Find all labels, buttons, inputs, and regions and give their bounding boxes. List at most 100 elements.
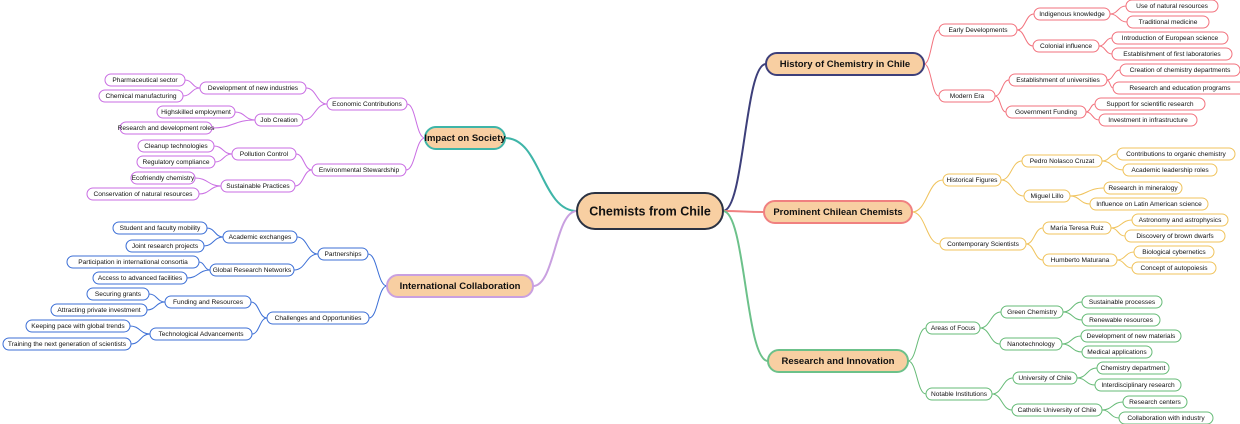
leaf-keeping-pace-with-global-trends[interactable]: Keeping pace with global trends [25, 319, 131, 333]
branch-international-label: International Collaboration [400, 281, 521, 292]
leaf-influence-on-latin-american-science[interactable]: Influence on Latin American science [1089, 197, 1209, 211]
node-notable-institutions[interactable]: Notable Institutions [925, 387, 993, 401]
leaf-traditional-medicine-label: Traditional medicine [1139, 19, 1198, 26]
node-pollution-control[interactable]: Pollution Control [231, 147, 297, 161]
leaf-conservation-of-natural-resources[interactable]: Conservation of natural resources [86, 187, 200, 201]
node-partnerships[interactable]: Partnerships [317, 247, 369, 261]
node-sustainable-practices[interactable]: Sustainable Practices [220, 179, 296, 193]
leaf-support-for-scientific-research-box [1094, 97, 1206, 111]
leaf-biological-cybernetics[interactable]: Biological cybernetics [1133, 245, 1215, 259]
leaf-interdisciplinary-research[interactable]: Interdisciplinary research [1094, 378, 1182, 392]
leaf-collaboration-with-industry[interactable]: Collaboration with industry [1118, 411, 1214, 424]
research-l4-link [1062, 301, 1083, 313]
node-indigenous-knowledge[interactable]: Indigenous knowledge [1033, 7, 1111, 21]
leaf-contributions-to-organic-chemistry[interactable]: Contributions to organic chemistry [1116, 147, 1236, 161]
node-contemporary-scientists[interactable]: Contemporary Scientists [939, 237, 1027, 251]
leaf-chemistry-department[interactable]: Chemistry department [1096, 361, 1170, 375]
leaf-use-of-natural-resources[interactable]: Use of natural resources [1125, 0, 1219, 13]
node-economic-contributions[interactable]: Economic Contributions [326, 97, 408, 111]
leaf-attracting-private-investment-label: Attracting private investment [57, 307, 140, 314]
node-humberto-maturana[interactable]: Humberto Maturana [1042, 253, 1118, 267]
research-l3-link [979, 311, 1002, 329]
node-areas-of-focus[interactable]: Areas of Focus [925, 321, 981, 335]
leaf-participation-in-international-consortia[interactable]: Participation in international consortia [66, 255, 200, 269]
leaf-ecofriendly-chemistry[interactable]: Ecofriendly chemistry [130, 171, 196, 185]
leaf-creation-of-chemistry-departments[interactable]: Creation of chemistry departments [1119, 63, 1240, 77]
research-l4-link [1061, 335, 1082, 345]
node-historical-figures[interactable]: Historical Figures [942, 173, 1002, 187]
leaf-establishment-of-first-laboratories[interactable]: Establishment of first laboratories [1111, 47, 1233, 61]
node-global-research-networks[interactable]: Global Research Networks [209, 263, 295, 277]
node-job-creation[interactable]: Job Creation [254, 113, 304, 127]
society-l4-link [234, 111, 256, 121]
node-establishment-of-universities[interactable]: Establishment of universities [1008, 73, 1108, 87]
branch-figures[interactable]: Prominent Chilean Chemists [763, 200, 913, 224]
leaf-renewable-resources[interactable]: Renewable resources [1081, 313, 1161, 327]
node-academic-exchanges[interactable]: Academic exchanges [222, 230, 298, 244]
leaf-attracting-private-investment[interactable]: Attracting private investment [50, 303, 148, 317]
node-funding-and-resources[interactable]: Funding and Resources [164, 295, 252, 309]
leaf-academic-leadership-roles[interactable]: Academic leadership roles [1122, 163, 1218, 177]
leaf-cleanup-technologies-label: Cleanup technologies [144, 143, 208, 150]
leaf-research-in-mineralogy[interactable]: Research in mineralogy [1103, 181, 1183, 195]
node-early-developments[interactable]: Early Developments [938, 23, 1018, 37]
history-l3-link [1016, 29, 1034, 47]
node-pedro-nolasco-cruzat[interactable]: Pedro Nolasco Cruzat [1021, 154, 1103, 168]
leaf-traditional-medicine[interactable]: Traditional medicine [1126, 15, 1210, 29]
leaf-joint-research-projects[interactable]: Joint research projects [125, 239, 205, 253]
leaf-access-to-advanced-facilities[interactable]: Access to advanced facilities [92, 271, 188, 285]
leaf-regulatory-compliance-box [136, 155, 216, 169]
node-nanotechnology-label: Nanotechnology [1007, 341, 1055, 348]
node-university-of-chile[interactable]: University of Chile [1012, 371, 1078, 385]
node-government-funding[interactable]: Government Funding [1005, 105, 1087, 119]
root-node-label: Chemists from Chile [589, 205, 711, 219]
leaf-discovery-of-brown-dwarfs[interactable]: Discovery of brown dwarfs [1124, 229, 1226, 243]
node-challenges-and-opportunities[interactable]: Challenges and Opportunities [266, 311, 370, 325]
leaf-highskilled-employment[interactable]: Highskilled employment [156, 105, 236, 119]
figures-l2-link [911, 179, 944, 213]
node-establishment-of-universities-label: Establishment of universities [1016, 77, 1100, 84]
branch-history[interactable]: History of Chemistry in Chile [765, 52, 925, 76]
node-colonial-influence[interactable]: Colonial influence [1032, 39, 1100, 53]
leaf-investment-in-infrastructure[interactable]: Investment in infrastructure [1098, 113, 1198, 127]
leaf-regulatory-compliance[interactable]: Regulatory compliance [136, 155, 216, 169]
node-miguel-lillo[interactable]: Miguel Lillo [1023, 189, 1071, 203]
leaf-research-and-education-programs[interactable]: Research and education programs [1112, 81, 1240, 95]
leaf-concept-of-autopoiesis[interactable]: Concept of autopoiesis [1131, 261, 1217, 275]
node-technological-advancements[interactable]: Technological Advancements [149, 327, 253, 341]
node-funding-and-resources-label: Funding and Resources [173, 299, 244, 306]
node-nanotechnology[interactable]: Nanotechnology [999, 337, 1063, 351]
node-development-of-new-industries[interactable]: Development of new industries [199, 81, 307, 95]
leaf-pharmaceutical-sector[interactable]: Pharmaceutical sector [104, 73, 186, 87]
leaf-research-centers[interactable]: Research centers [1122, 395, 1188, 409]
leaf-renewable-resources-label: Renewable resources [1089, 317, 1153, 324]
branch-research[interactable]: Research and Innovation [767, 349, 909, 373]
leaf-support-for-scientific-research[interactable]: Support for scientific research [1094, 97, 1206, 111]
branch-society[interactable]: Impact on Society [424, 126, 506, 150]
leaf-participation-in-international-consortia-label: Participation in international consortia [78, 259, 188, 266]
leaf-securing-grants[interactable]: Securing grants [86, 287, 150, 301]
leaf-medical-applications[interactable]: Medical applications [1081, 345, 1153, 359]
leaf-training-the-next-generation-of-scientists[interactable]: Training the next generation of scientis… [2, 337, 132, 351]
leaf-astronomy-and-astrophysics[interactable]: Astronomy and astrophysics [1131, 213, 1229, 227]
node-catholic-university-of-chile[interactable]: Catholic University of Chile [1011, 403, 1103, 417]
node-mar-a-teresa-ruiz[interactable]: María Teresa Ruiz [1042, 221, 1112, 235]
leaf-research-and-development-roles[interactable]: Research and development roles [118, 121, 215, 135]
node-modern-era[interactable]: Modern Era [938, 89, 996, 103]
leaf-introduction-of-european-science[interactable]: Introduction of European science [1111, 31, 1229, 45]
international-l4-link [129, 325, 151, 335]
leaf-development-of-new-materials[interactable]: Development of new materials [1080, 329, 1182, 343]
leaf-sustainable-processes[interactable]: Sustainable processes [1081, 295, 1163, 309]
research-l4-link [1076, 367, 1098, 379]
root-node[interactable]: Chemists from Chile [576, 192, 724, 230]
node-miguel-lillo-label: Miguel Lillo [1031, 193, 1064, 200]
branch-society-box [424, 126, 506, 150]
leaf-chemical-manufacturing[interactable]: Chemical manufacturing [98, 89, 184, 103]
leaf-student-and-faculty-mobility[interactable]: Student and faculty mobility [112, 221, 208, 235]
node-green-chemistry[interactable]: Green Chemistry [1000, 305, 1064, 319]
history-l4-link [1109, 5, 1127, 15]
branch-international[interactable]: International Collaboration [386, 274, 534, 298]
node-environmental-stewardship[interactable]: Environmental Stewardship [311, 163, 407, 177]
node-pollution-control-label: Pollution Control [240, 151, 289, 158]
leaf-cleanup-technologies[interactable]: Cleanup technologies [137, 139, 215, 153]
